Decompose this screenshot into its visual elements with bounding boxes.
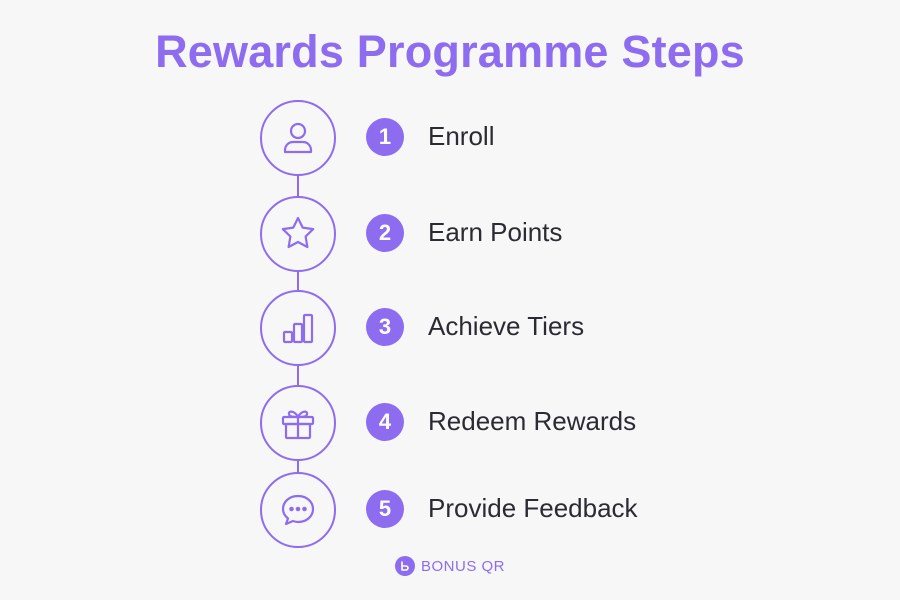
star-icon: [260, 196, 336, 272]
step-number-badge: 3: [366, 308, 404, 346]
step-achieve-tiers: 3 Achieve Tiers: [260, 290, 760, 366]
step-label: Achieve Tiers: [428, 311, 585, 341]
step-redeem-rewards: 4 Redeem Rewards: [260, 385, 760, 461]
step-label: Earn Points: [428, 217, 563, 247]
step-label: Enroll: [428, 121, 495, 151]
step-earn-points: 2 Earn Points: [260, 196, 760, 272]
bonus-qr-logo-icon: [394, 556, 415, 576]
step-number-badge: 5: [366, 490, 404, 528]
step-number-badge: 1: [366, 118, 404, 156]
gift-icon: [260, 385, 336, 461]
step-number-badge: 4: [366, 403, 404, 441]
step-label: Redeem Rewards: [428, 406, 637, 436]
brand-footer: BONUS QR: [0, 556, 900, 576]
bar-chart-icon: [260, 290, 336, 366]
step-label: Provide Feedback: [428, 493, 638, 523]
step-provide-feedback: 5 Provide Feedback: [260, 472, 760, 548]
page-title: Rewards Programme Steps: [155, 26, 745, 77]
brand-name: BONUS QR: [420, 557, 505, 575]
chat-bubble-icon: [260, 472, 336, 548]
step-enroll: 1 Enroll: [260, 100, 760, 176]
user-icon: [260, 100, 336, 176]
step-number-badge: 2: [366, 214, 404, 252]
